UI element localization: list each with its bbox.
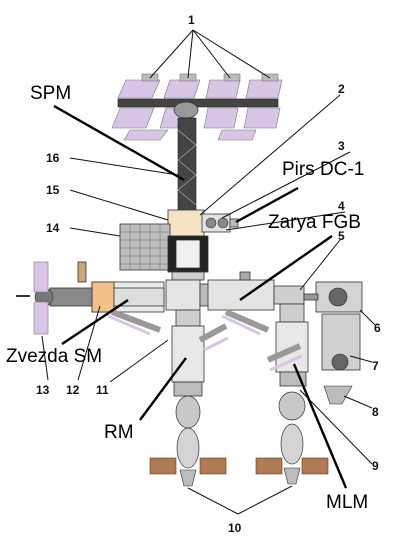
label-rm: RM bbox=[104, 422, 134, 443]
label-7: 7 bbox=[372, 359, 379, 373]
label-pirs: Pirs DC-1 bbox=[282, 159, 364, 180]
left-soyuz-panel bbox=[33, 261, 49, 293]
rm-brown-panel bbox=[149, 457, 177, 475]
label-3: 3 bbox=[338, 139, 345, 153]
spm-panel bbox=[243, 107, 281, 129]
spm-panel bbox=[163, 79, 201, 99]
label-14: 14 bbox=[46, 221, 60, 235]
spm-tab bbox=[223, 73, 241, 82]
spm-panel bbox=[217, 129, 257, 141]
label-11: 11 bbox=[96, 383, 109, 397]
spm-boom bbox=[117, 98, 279, 108]
science-power-module bbox=[167, 235, 209, 281]
mlm-vertical-stack bbox=[255, 303, 329, 485]
spm-solar-array bbox=[111, 73, 283, 141]
label-9: 9 bbox=[372, 459, 379, 473]
label-12: 12 bbox=[66, 383, 80, 397]
label-13: 13 bbox=[36, 383, 50, 397]
label-2: 2 bbox=[338, 82, 345, 96]
label-spm: SPM bbox=[30, 83, 71, 104]
label-15: 15 bbox=[46, 183, 60, 197]
spm-panel bbox=[111, 107, 155, 129]
mlm-brown-panel bbox=[255, 457, 283, 475]
spm-panel bbox=[205, 79, 241, 99]
leader-lines bbox=[41, 29, 376, 515]
label-6: 6 bbox=[374, 321, 381, 335]
docking-compartment bbox=[167, 209, 205, 237]
pirs-docking-compartment bbox=[201, 213, 239, 233]
right-cargo-vehicles bbox=[303, 281, 363, 405]
label-8: 8 bbox=[372, 405, 379, 419]
label-10: 10 bbox=[228, 521, 242, 535]
label-zvezda: Zvezda SM bbox=[6, 346, 102, 367]
rm-vertical-stack bbox=[149, 309, 229, 487]
label-16: 16 bbox=[46, 151, 60, 165]
label-zarya: Zarya FGB bbox=[268, 212, 361, 233]
left-solar-wing bbox=[119, 223, 171, 271]
label-mlm: MLM bbox=[326, 492, 368, 513]
label-5: 5 bbox=[338, 229, 345, 243]
label-4: 4 bbox=[338, 199, 345, 213]
mlm-brown-panel bbox=[301, 457, 329, 475]
zvezda-service-module bbox=[91, 281, 165, 336]
spm-panel bbox=[117, 79, 161, 99]
left-soyuz-spacecraft bbox=[16, 261, 93, 335]
central-node bbox=[165, 279, 201, 311]
label-1: 1 bbox=[188, 13, 195, 27]
spm-mast bbox=[177, 117, 197, 213]
spm-panel bbox=[203, 107, 239, 129]
spm-hub bbox=[173, 101, 199, 119]
rm-brown-panel bbox=[199, 457, 227, 475]
left-soyuz-panel bbox=[33, 301, 49, 335]
spm-panel bbox=[123, 129, 169, 141]
spm-panel bbox=[245, 79, 283, 99]
